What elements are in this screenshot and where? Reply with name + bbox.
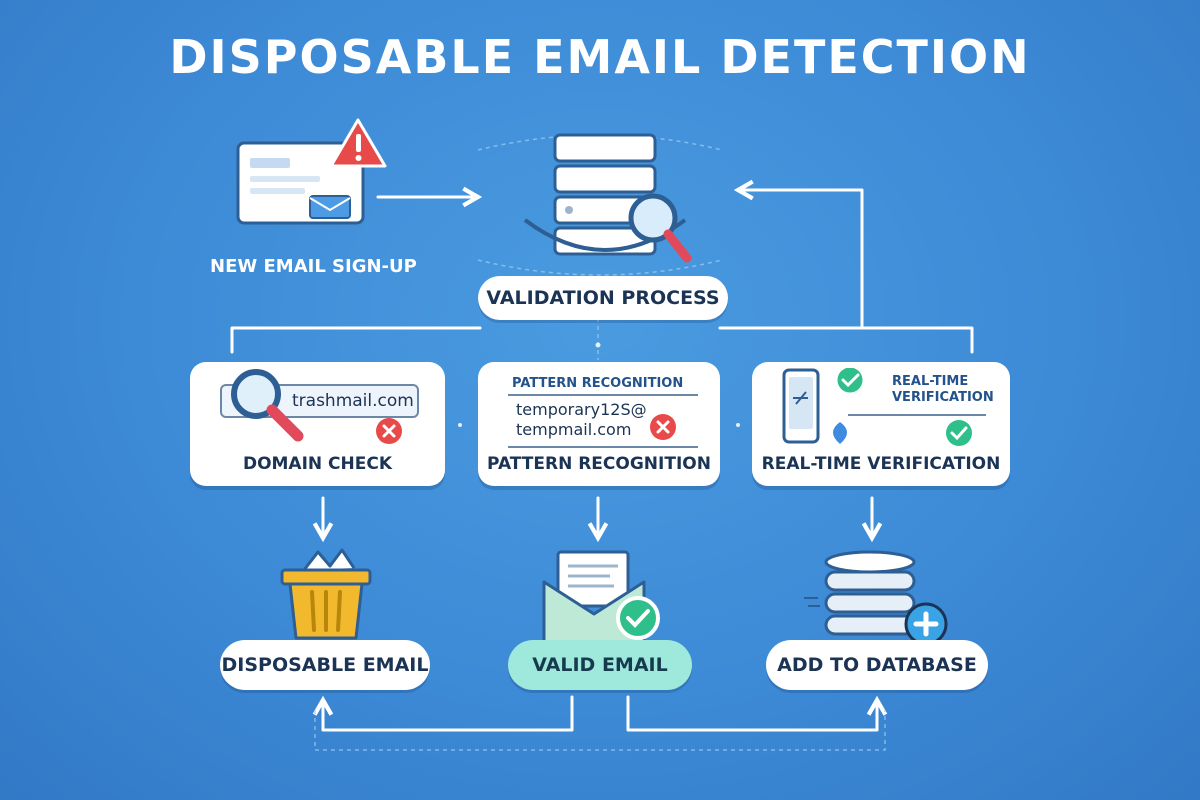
arrow-valid-to-disposable xyxy=(323,695,574,732)
phone-check-icon xyxy=(778,368,878,448)
reject-x-icon xyxy=(648,412,678,442)
signup-label: NEW EMAIL SIGN-UP xyxy=(210,256,417,277)
realtime-panel-title-line1: REAL-TIME xyxy=(892,374,969,389)
realtime-panel-title-line2: VERIFICATION xyxy=(892,390,994,405)
branch-connector xyxy=(230,326,974,354)
database-plus-icon xyxy=(800,548,960,648)
arrow-valid-to-database xyxy=(626,695,877,732)
validation-process-label: VALIDATION PROCESS xyxy=(486,287,720,309)
envelope-check-icon xyxy=(540,548,670,648)
pattern-sample-line1: temporary12S@ xyxy=(516,400,647,419)
valid-email-pill: VALID EMAIL xyxy=(508,640,692,690)
realtime-field-line xyxy=(848,414,986,416)
disposable-email-pill: DISPOSABLE EMAIL xyxy=(220,640,430,690)
server-stack-magnifier-icon xyxy=(505,130,705,280)
email-form-alert-icon xyxy=(230,118,390,238)
domain-check-sample: trashmail.com xyxy=(292,391,414,411)
arrow-loop-to-validation xyxy=(738,190,864,328)
diagram-title: DISPOSABLE EMAIL DETECTION xyxy=(169,30,1031,84)
domain-check-label: DOMAIN CHECK xyxy=(242,454,393,474)
add-to-database-pill: ADD TO DATABASE xyxy=(766,640,988,690)
magnifier-icon xyxy=(226,366,316,446)
reject-x-icon xyxy=(374,416,404,446)
pattern-sample-box xyxy=(508,394,698,448)
trash-bin-icon xyxy=(278,548,378,644)
pattern-panel-title: PATTERN RECOGNITION xyxy=(512,376,684,391)
add-to-database-label: ADD TO DATABASE xyxy=(777,654,977,676)
pattern-recognition-label: PATTERN RECOGNITION xyxy=(487,454,711,474)
pattern-sample-line2: tempmail.com xyxy=(516,420,632,439)
realtime-verification-label: REAL-TIME VERIFICATION xyxy=(761,454,1001,474)
realtime-verification-card: REAL-TIME VERIFICATION REAL-TIME VERIFIC… xyxy=(752,362,1010,486)
valid-email-label: VALID EMAIL xyxy=(532,654,668,676)
domain-check-card: trashmail.com DOMAIN CHECK xyxy=(190,362,445,486)
validation-process-pill: VALIDATION PROCESS xyxy=(478,276,728,320)
check-icon xyxy=(944,418,974,448)
disposable-email-label: DISPOSABLE EMAIL xyxy=(221,654,429,676)
pattern-recognition-card: PATTERN RECOGNITION temporary12S@ tempma… xyxy=(478,362,720,486)
